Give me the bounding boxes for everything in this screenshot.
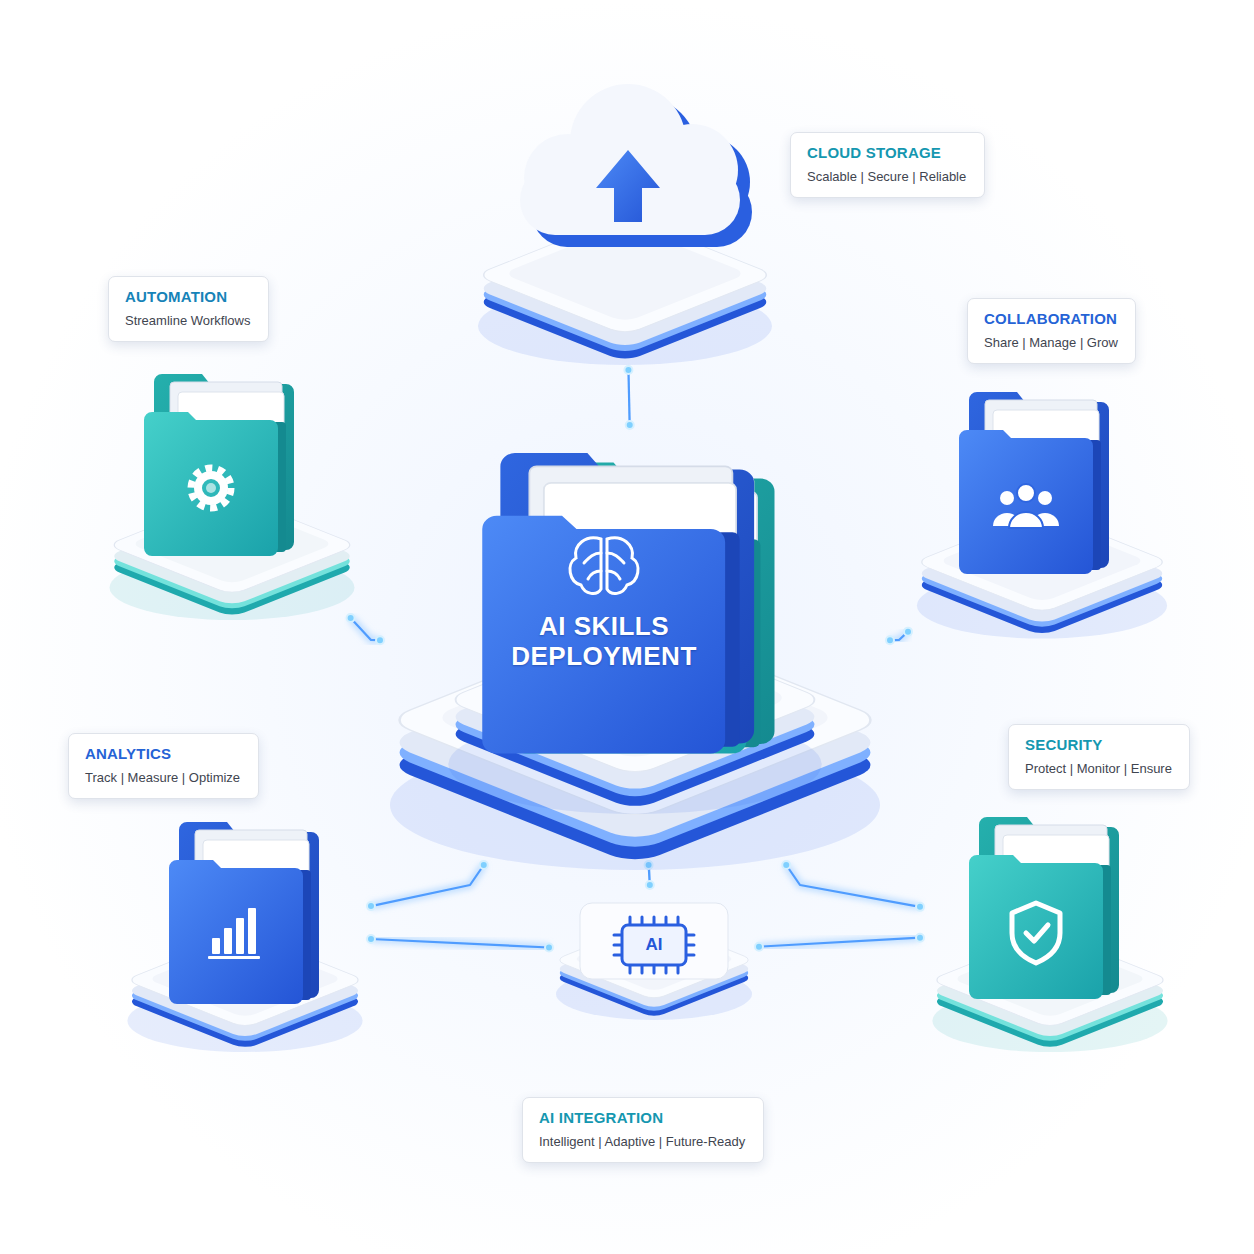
chip-label: AI — [549, 935, 759, 955]
node-label-group: AI — [549, 935, 759, 955]
shield-icon — [1012, 903, 1060, 963]
connector-glow-layer — [351, 370, 920, 947]
connector-end-dot — [376, 636, 384, 644]
automation-folder — [144, 374, 294, 556]
hub-title: AI SKILLS DEPLOYMENT — [494, 612, 714, 672]
callout-heading: SECURITY — [1025, 736, 1173, 754]
node-label-group: AI SKILLS DEPLOYMENT — [494, 612, 714, 672]
callout-heading: AUTOMATION — [125, 288, 252, 306]
callout-box: ANALYTICS Track | Measure | Optimize — [68, 733, 259, 799]
platform-node: AUTOMATIONStreamline Workflows — [100, 360, 362, 618]
platform-node: COLLABORATIONShare | Manage | Grow — [908, 378, 1176, 636]
callout-heading: ANALYTICS — [85, 745, 242, 763]
callout-heading: COLLABORATION — [984, 310, 1119, 328]
callout-text: Track | Measure | Optimize — [85, 770, 242, 786]
connector-end-dot — [904, 628, 912, 636]
callout-box: CLOUD STORAGE Scalable | Secure | Reliabl… — [790, 132, 985, 198]
connector-line — [351, 618, 380, 640]
callout-box: SECURITY Protect | Monitor | Ensure — [1008, 724, 1190, 790]
connector-end-dot — [916, 903, 924, 911]
connector-end-dot — [755, 943, 763, 951]
connector-glow — [628, 370, 629, 425]
callout-heading: CLOUD STORAGE — [807, 144, 968, 162]
connector-glow — [371, 939, 549, 947]
connector-end-dot — [367, 935, 375, 943]
platform-node: SECURITYProtect | Monitor | Ensure — [920, 803, 1180, 1058]
callout-box: AUTOMATION Streamline Workflows — [108, 276, 269, 342]
connector-line — [371, 865, 484, 906]
callout-box: COLLABORATION Share | Manage | Grow — [967, 298, 1136, 364]
callout-text: Share | Manage | Grow — [984, 335, 1119, 351]
analytics-folder — [169, 822, 319, 1004]
connector-end-dot — [545, 943, 553, 951]
callout-heading: AI INTEGRATION — [539, 1109, 747, 1127]
connector-end-dot — [782, 861, 790, 869]
connector-line-layer — [351, 370, 920, 947]
connector-line — [371, 939, 549, 947]
hub-node: AI SKILLS DEPLOYMENT — [380, 425, 890, 865]
connector-line — [628, 370, 629, 425]
connector-end-dot — [480, 861, 488, 869]
hub-folder — [482, 453, 754, 753]
security-folder — [969, 817, 1119, 999]
brain-icon — [570, 538, 638, 594]
gear-icon — [191, 468, 231, 508]
connector-end-dot — [916, 934, 924, 942]
connector-end-dot — [626, 421, 634, 429]
connector-line — [759, 938, 920, 947]
collaboration-folder — [959, 392, 1109, 574]
connector-glow — [351, 618, 380, 640]
connector-dot-layer — [347, 366, 924, 951]
connector-line — [786, 865, 920, 907]
connector-end-dot — [367, 902, 375, 910]
connector-end-dot — [886, 636, 894, 644]
connector-glow — [371, 865, 484, 906]
connector-glow — [786, 865, 920, 907]
connector-glow — [759, 938, 920, 947]
callout-text: Protect | Monitor | Ensure — [1025, 761, 1173, 777]
chip-node: AIAI INTEGRATIONIntelligent | Adaptive |… — [549, 885, 759, 1020]
connector-end-dot — [347, 614, 355, 622]
platform-node: CLOUD STORAGEScalable | Secure | Reliabl… — [470, 85, 780, 370]
callout-text: Scalable | Secure | Reliable — [807, 169, 968, 185]
connector-end-dot — [646, 881, 654, 889]
callout-text: Intelligent | Adaptive | Future-Ready — [539, 1134, 747, 1150]
people-icon — [993, 484, 1059, 528]
cloud-shape — [520, 84, 740, 235]
connector-end-dot — [624, 366, 632, 374]
callout-text: Streamline Workflows — [125, 313, 252, 329]
platform-node: ANALYTICSTrack | Measure | Optimize — [119, 808, 371, 1058]
callout-box: AI INTEGRATION Intelligent | Adaptive | F… — [522, 1097, 764, 1163]
upload-arrow — [596, 150, 660, 222]
bar-chart-icon — [208, 908, 260, 959]
